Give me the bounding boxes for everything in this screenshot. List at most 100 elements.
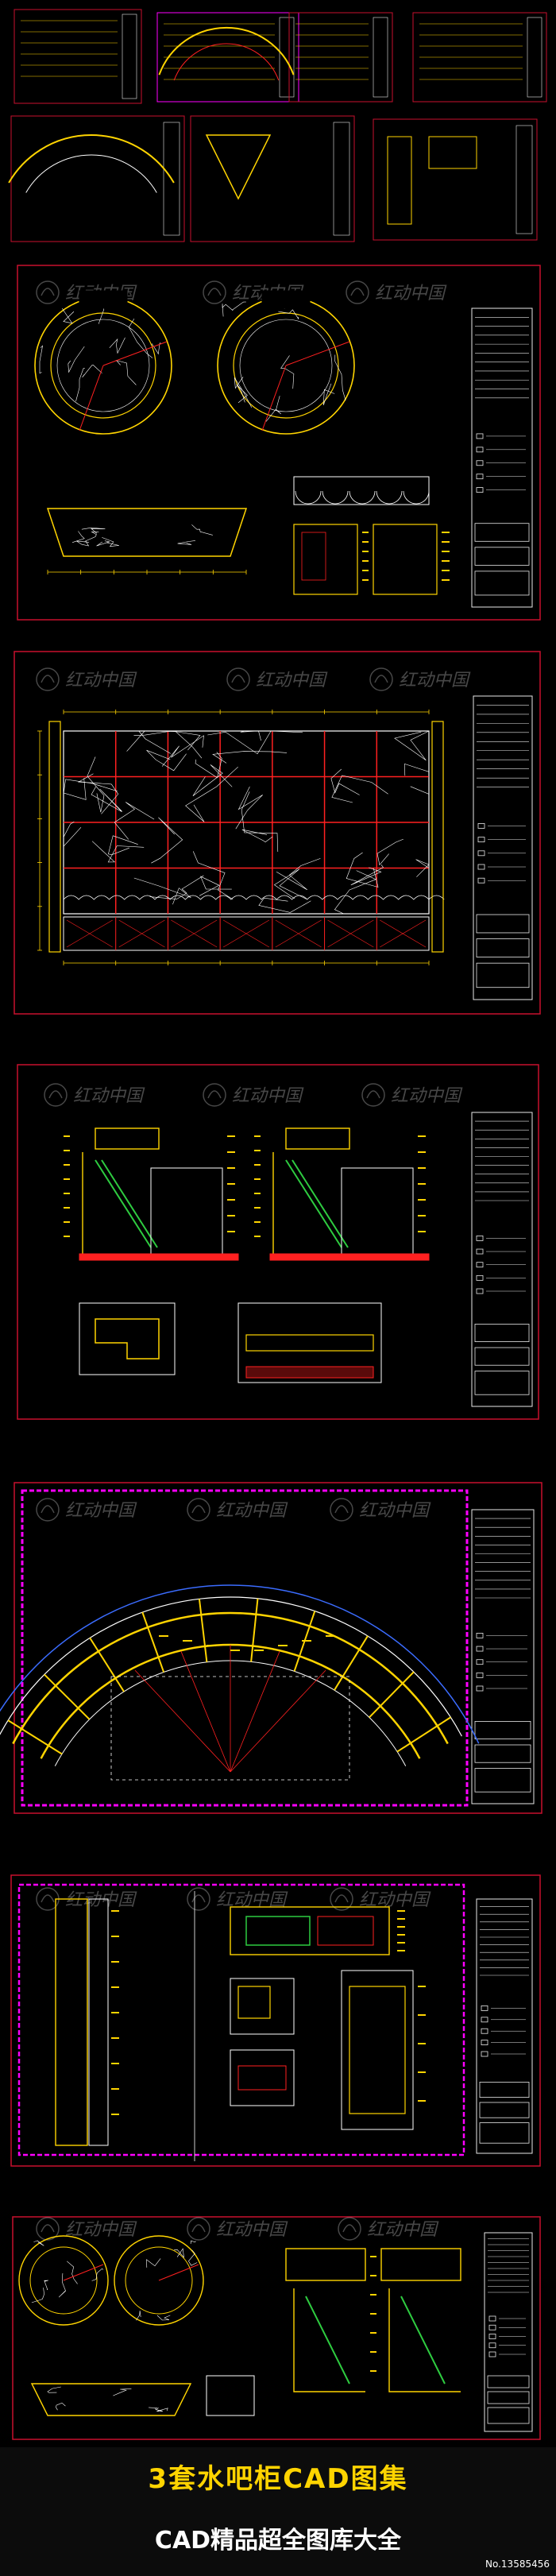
watermark-logo: [207, 288, 222, 296]
counter-top: [56, 319, 150, 412]
watermark: 红动中国: [36, 1498, 137, 1522]
thumbnail-frame: [288, 12, 393, 102]
thumbnail-shape: [387, 136, 412, 225]
watermark-logo: [191, 1505, 206, 1514]
sheet-bar-sections: 红动中国红动中国红动中国: [17, 1064, 539, 1420]
marble-vein: [96, 540, 110, 547]
radius-line: [158, 2264, 199, 2281]
arc-segment: [396, 1716, 451, 1753]
watermark-logo: [226, 667, 250, 691]
watermark-logo: [41, 2224, 55, 2233]
banner-subtitle: CAD精品超全图库大全: [154, 2527, 402, 2555]
title-block: [471, 307, 533, 608]
shelf-elevation: [293, 476, 430, 505]
drawer-cross: [327, 919, 374, 948]
watermark-logo: [41, 1894, 55, 1903]
title-block: [484, 2232, 533, 2432]
wave-pattern: [63, 895, 445, 900]
marble-vein: [39, 345, 44, 374]
sheet-overview: [8, 9, 547, 242]
title-block-mark: [481, 2040, 488, 2046]
watermark-logo: [330, 1498, 353, 1522]
counter-elevation: [46, 508, 248, 557]
diagonal-panel: [305, 2296, 350, 2385]
thumbnail-arc: [25, 154, 157, 193]
title-block-mark: [488, 2351, 496, 2357]
marble-vein: [265, 396, 282, 422]
title-block-cell: [474, 1324, 530, 1343]
marble-vein: [126, 730, 171, 754]
title-banner: [0, 2447, 556, 2576]
marble-vein: [241, 791, 279, 853]
marble-vein: [331, 775, 388, 803]
thumbnail-title-block: [333, 122, 350, 236]
watermark: 红动中国: [36, 667, 137, 691]
diagonal-panel: [101, 1159, 158, 1248]
detail-box: [206, 2375, 255, 2416]
title-block-mark: [476, 1248, 484, 1255]
watermark-text: 红动中国: [391, 1086, 463, 1106]
marble-vein: [47, 2386, 61, 2393]
marble-vein: [84, 532, 99, 542]
marble-vein: [91, 841, 145, 863]
marble-vein: [334, 870, 376, 915]
title-block-mark: [476, 487, 484, 493]
marble-vein: [63, 779, 118, 795]
marble-vein: [56, 2402, 66, 2411]
arc-segment: [89, 1637, 125, 1692]
marble-vein: [136, 2310, 141, 2321]
thumbnail-arc: [158, 26, 295, 75]
counter-top-section: [285, 2248, 366, 2281]
title-block-mark: [476, 460, 484, 466]
radius-line: [134, 1669, 231, 1773]
marble-vein: [235, 786, 263, 830]
title-block-mark: [481, 2051, 488, 2057]
watermark-logo: [231, 675, 245, 683]
marble-vein: [63, 822, 82, 847]
title-block-mark: [476, 1646, 484, 1652]
thumbnail-title-block: [527, 17, 542, 98]
title-block-mark: [477, 823, 485, 829]
marble-vein: [185, 766, 238, 822]
arc-outer: [0, 1596, 462, 1737]
title-block-mark: [481, 2017, 488, 2023]
sheet-frame: [17, 1064, 539, 1420]
shelf-detail: [245, 1334, 374, 1352]
counter-detail: [245, 1916, 311, 1946]
marble-vein: [212, 751, 288, 764]
thumbnail-shape: [428, 136, 477, 169]
marble-vein: [68, 346, 85, 373]
shelf-detail: [322, 490, 349, 505]
title-block-cell: [474, 1371, 530, 1395]
thumbnail-title-block: [163, 122, 180, 236]
arc-segment: [250, 1598, 259, 1662]
marble-vein: [146, 749, 187, 772]
counter-outer-edge: [18, 2235, 109, 2326]
marble-vein: [33, 2240, 44, 2246]
title-block-cell: [479, 2122, 530, 2144]
marble-vein: [236, 384, 248, 404]
opening-gap: [79, 290, 128, 309]
arc-segment: [334, 1635, 369, 1691]
drawer-cross: [118, 919, 165, 948]
drawer-cross: [171, 919, 218, 948]
magenta-frame: [21, 1489, 469, 1807]
arc-segment: [141, 1611, 165, 1673]
thumbnail-shape: [205, 134, 272, 200]
drawer-band: [63, 916, 430, 951]
title-block-mark: [476, 1659, 484, 1665]
tall-cabinet: [349, 1986, 406, 2114]
drawer-cross: [66, 919, 113, 948]
radius-line: [285, 341, 350, 366]
title-block-mark: [477, 864, 485, 870]
title-block-cell: [476, 938, 530, 957]
marble-vein: [278, 309, 299, 320]
thumbnail-title-block: [515, 125, 533, 234]
watermark-logo: [361, 1083, 385, 1107]
thumbnail-arc: [173, 43, 280, 81]
title-block-cell: [474, 1720, 531, 1739]
arc-segment: [369, 1671, 415, 1719]
counter-outer-edge: [114, 2235, 204, 2326]
sheet-frame: [14, 1482, 542, 1814]
